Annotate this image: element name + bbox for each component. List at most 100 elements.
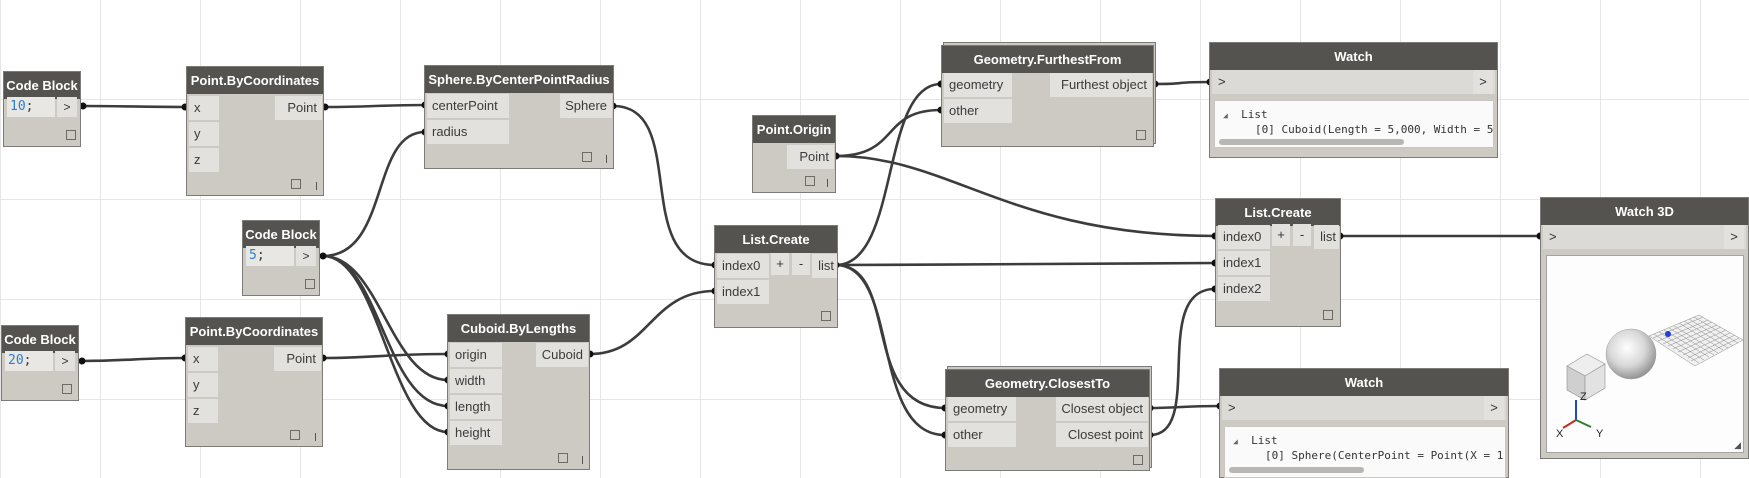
output-port-arrow[interactable]: > xyxy=(1484,396,1504,420)
preview-toggle-icon[interactable] xyxy=(1136,130,1146,140)
code-input[interactable]: 5; xyxy=(246,246,294,266)
horizontal-scrollbar[interactable] xyxy=(1229,467,1364,473)
output-port-arrow[interactable]: > xyxy=(57,97,77,117)
node-title[interactable]: Sphere.ByCenterPointRadius xyxy=(425,66,613,93)
collapse-triangle-icon[interactable]: ◢ xyxy=(1223,111,1228,120)
watch-node[interactable]: Watch > > ◢ List [0] Cuboid(Length = 5,0… xyxy=(1209,42,1498,158)
output-port-closest-point[interactable]: Closest point xyxy=(1056,423,1148,447)
watch-output-panel[interactable]: ◢ List [0] Cuboid(Length = 5,000, Width … xyxy=(1214,100,1494,148)
output-port-closest-object[interactable]: Closest object xyxy=(1056,397,1148,421)
input-port-length[interactable]: length xyxy=(450,395,502,419)
input-port-x[interactable]: x xyxy=(189,96,219,120)
resize-grip-icon[interactable]: ◢ xyxy=(1734,440,1741,450)
output-port-arrow[interactable]: > xyxy=(1724,225,1744,249)
output-port-point[interactable]: Point xyxy=(787,145,834,169)
input-port-radius[interactable]: radius xyxy=(427,120,509,144)
input-port-z[interactable]: z xyxy=(188,399,218,423)
input-port-index1[interactable]: index1 xyxy=(717,280,769,304)
preview-toggle-icon[interactable] xyxy=(1323,310,1333,320)
output-port-arrow[interactable]: > xyxy=(296,246,316,266)
list-create-node[interactable]: List.Create index0 + - index1 index2 lis… xyxy=(1215,198,1341,327)
output-port-point[interactable]: Point xyxy=(275,96,322,120)
add-input-button[interactable]: + xyxy=(771,253,789,275)
origin-point xyxy=(1665,331,1671,337)
output-port-list[interactable]: list xyxy=(812,254,837,278)
watch-output-panel[interactable]: ◢ List [0] Sphere(CenterPoint = Point(X … xyxy=(1224,426,1506,478)
node-title[interactable]: List.Create xyxy=(715,226,837,253)
node-title[interactable]: Watch xyxy=(1220,369,1508,396)
cuboid-by-lengths-node[interactable]: Cuboid.ByLengths origin width length hei… xyxy=(447,314,590,470)
preview-toggle-icon[interactable] xyxy=(305,279,315,289)
preview-toggle-icon[interactable] xyxy=(558,453,568,463)
preview-toggle-icon[interactable] xyxy=(290,430,300,440)
node-title[interactable]: Geometry.FurthestFrom xyxy=(942,46,1153,73)
geometry-furthest-from-node[interactable]: Geometry.FurthestFrom geometry other Fur… xyxy=(941,45,1154,147)
input-port-index0[interactable]: index0 xyxy=(717,254,769,278)
output-port-cuboid[interactable]: Cuboid xyxy=(536,343,588,367)
list-header[interactable]: ◢ List xyxy=(1223,108,1268,121)
list-header[interactable]: ◢ List xyxy=(1233,434,1278,447)
list-create-node[interactable]: List.Create index0 + - index1 list xyxy=(714,225,838,328)
input-port-other[interactable]: other xyxy=(944,99,1012,123)
code-block-node[interactable]: Code Block 10; > xyxy=(3,71,81,147)
watch-node[interactable]: Watch > > ◢ List [0] Sphere(CenterPoint … xyxy=(1219,368,1509,478)
preview-toggle-icon[interactable] xyxy=(1133,455,1143,465)
preview-toggle-icon[interactable] xyxy=(582,152,592,162)
point-origin-node[interactable]: Point.Origin Point xyxy=(752,115,836,193)
output-port-arrow[interactable]: > xyxy=(1473,70,1493,94)
input-port-arrow[interactable]: > xyxy=(1228,400,1236,415)
preview-toggle-icon[interactable] xyxy=(62,384,72,394)
preview-toggle-icon[interactable] xyxy=(291,179,301,189)
horizontal-scrollbar[interactable] xyxy=(1219,139,1404,145)
input-port-x[interactable]: x xyxy=(188,347,218,371)
code-block-node[interactable]: Code Block 5; > xyxy=(242,220,320,296)
3d-viewport[interactable]: Z X Y ◢ xyxy=(1546,255,1744,453)
input-port-arrow[interactable]: > xyxy=(1549,229,1557,244)
output-port-arrow[interactable]: > xyxy=(55,351,75,371)
input-port-origin[interactable]: origin xyxy=(450,343,502,367)
geometry-closest-to-node[interactable]: Geometry.ClosestTo geometry other Closes… xyxy=(945,369,1150,471)
node-title[interactable]: Point.ByCoordinates xyxy=(186,318,322,345)
output-port-sphere[interactable]: Sphere xyxy=(560,94,612,118)
node-title[interactable]: Code Block xyxy=(2,326,78,353)
input-port-geometry[interactable]: geometry xyxy=(944,73,1012,97)
input-port-index2[interactable]: index2 xyxy=(1218,277,1270,301)
input-port-y[interactable]: y xyxy=(188,373,218,397)
point-by-coordinates-node[interactable]: Point.ByCoordinates x y z Point xyxy=(185,317,323,447)
sphere-by-center-point-radius-node[interactable]: Sphere.ByCenterPointRadius centerPoint r… xyxy=(424,65,614,169)
output-port-furthest-object[interactable]: Furthest object xyxy=(1050,73,1152,97)
collapse-triangle-icon[interactable]: ◢ xyxy=(1233,437,1238,446)
input-port-center-point[interactable]: centerPoint xyxy=(427,94,509,118)
output-port-list[interactable]: list xyxy=(1314,225,1339,249)
input-port-index0[interactable]: index0 xyxy=(1218,225,1270,249)
code-input[interactable]: 20; xyxy=(5,351,53,371)
input-port-z[interactable]: z xyxy=(189,148,219,172)
output-port-point[interactable]: Point xyxy=(274,347,321,371)
input-port-width[interactable]: width xyxy=(450,369,502,393)
preview-toggle-icon[interactable] xyxy=(821,311,831,321)
node-title[interactable]: Point.Origin xyxy=(753,116,835,143)
preview-toggle-icon[interactable] xyxy=(805,176,815,186)
node-title[interactable]: Watch 3D xyxy=(1541,198,1748,225)
node-title[interactable]: List.Create xyxy=(1216,199,1340,226)
node-title[interactable]: Point.ByCoordinates xyxy=(187,67,323,94)
input-port-index1[interactable]: index1 xyxy=(1218,251,1270,275)
input-port-height[interactable]: height xyxy=(450,421,502,445)
remove-input-button[interactable]: - xyxy=(792,253,810,275)
remove-input-button[interactable]: - xyxy=(1293,224,1311,246)
watch-3d-node[interactable]: Watch 3D > > xyxy=(1540,197,1749,459)
point-by-coordinates-node[interactable]: Point.ByCoordinates x y z Point xyxy=(186,66,324,196)
code-input[interactable]: 10; xyxy=(7,97,55,117)
node-title[interactable]: Code Block xyxy=(4,72,80,99)
node-title[interactable]: Cuboid.ByLengths xyxy=(448,315,589,342)
input-port-geometry[interactable]: geometry xyxy=(948,397,1016,421)
add-input-button[interactable]: + xyxy=(1272,224,1290,246)
node-title[interactable]: Code Block xyxy=(243,221,319,248)
input-port-arrow[interactable]: > xyxy=(1218,74,1226,89)
input-port-y[interactable]: y xyxy=(189,122,219,146)
input-port-other[interactable]: other xyxy=(948,423,1016,447)
node-title[interactable]: Watch xyxy=(1210,43,1497,70)
code-block-node[interactable]: Code Block 20; > xyxy=(1,325,79,401)
node-title[interactable]: Geometry.ClosestTo xyxy=(946,370,1149,397)
preview-toggle-icon[interactable] xyxy=(66,130,76,140)
